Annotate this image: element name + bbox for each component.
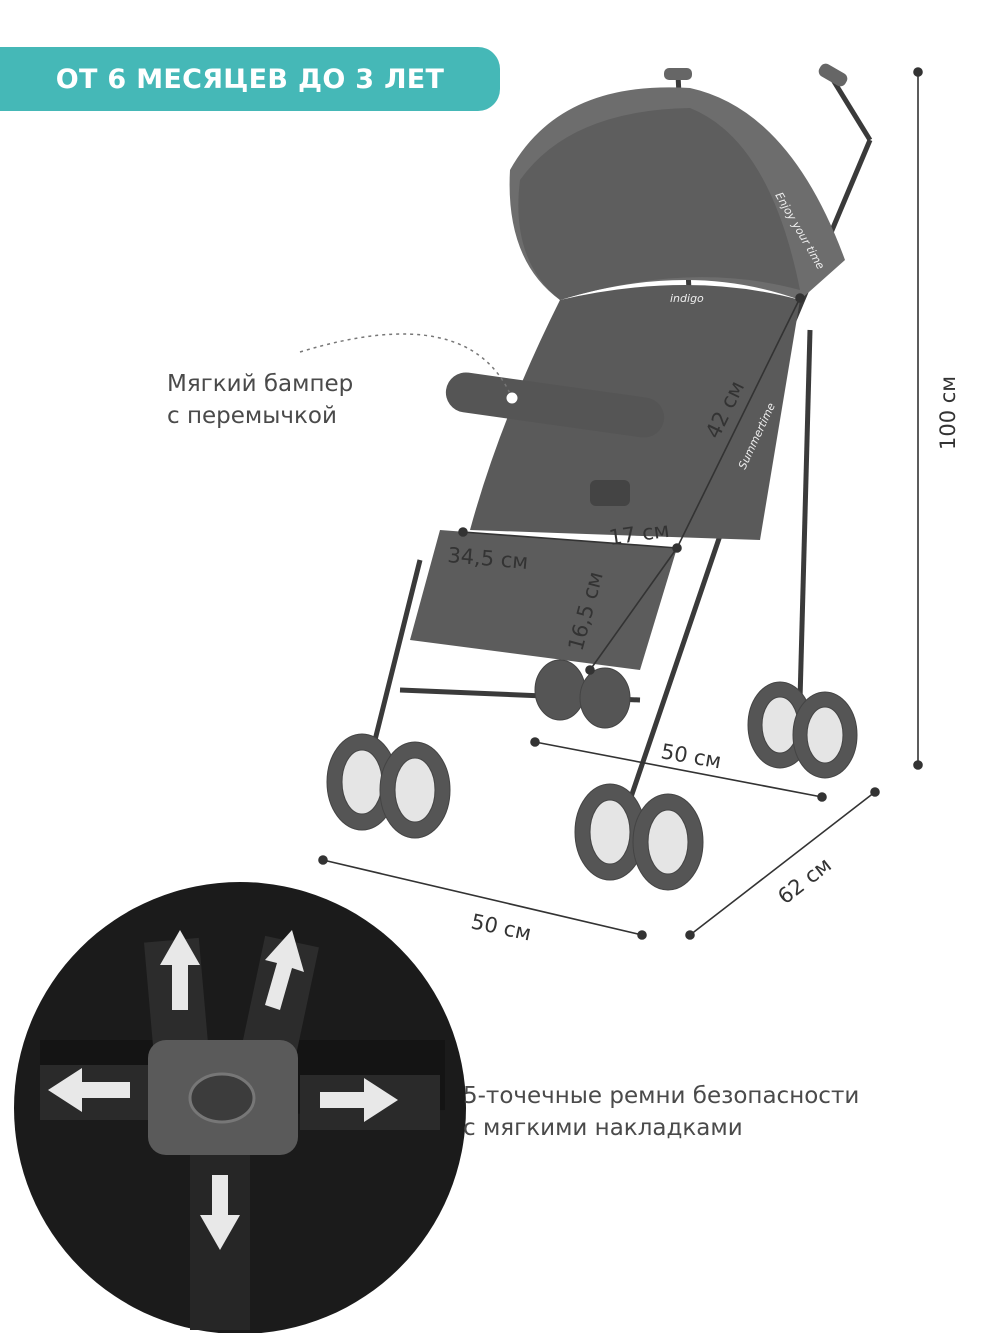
wheels: [326, 659, 858, 891]
canopy-inner: [518, 108, 800, 300]
adjust-arrows: [48, 930, 398, 1250]
dimension-lines: [318, 67, 923, 940]
bumper-callout-line2: с перемычкой: [167, 403, 337, 429]
harness-closeup: [14, 882, 466, 1333]
age-badge: ОТ 6 МЕСЯЦЕВ ДО 3 ЛЕТ: [0, 47, 500, 111]
dim-length: 62 см: [773, 853, 836, 909]
callout-dot: [505, 391, 519, 405]
harness-buckle: [590, 480, 630, 506]
harness-callout: 5-точечные ремни безопасности с мягкими …: [463, 1080, 859, 1144]
brand-logo: indigo: [670, 292, 704, 305]
harness-callout-line2: с мягкими накладками: [463, 1115, 743, 1141]
handle-grip: [818, 63, 848, 87]
bumper-callout-line1: Мягкий бампер: [167, 371, 354, 397]
bumper-callout: Мягкий бампер с перемычкой: [167, 368, 353, 432]
dim-front-width: 50 см: [469, 909, 533, 945]
handle-grip: [664, 68, 692, 80]
callout-dotted-line: [299, 333, 513, 399]
dim-height: 100 см: [936, 376, 960, 450]
bumper-bar: [445, 372, 665, 438]
age-badge-label: ОТ 6 МЕСЯЦЕВ ДО 3 ЛЕТ: [55, 63, 445, 95]
seat-footrest: [410, 530, 677, 670]
harness-callout-line1: 5-точечные ремни безопасности: [463, 1083, 860, 1109]
